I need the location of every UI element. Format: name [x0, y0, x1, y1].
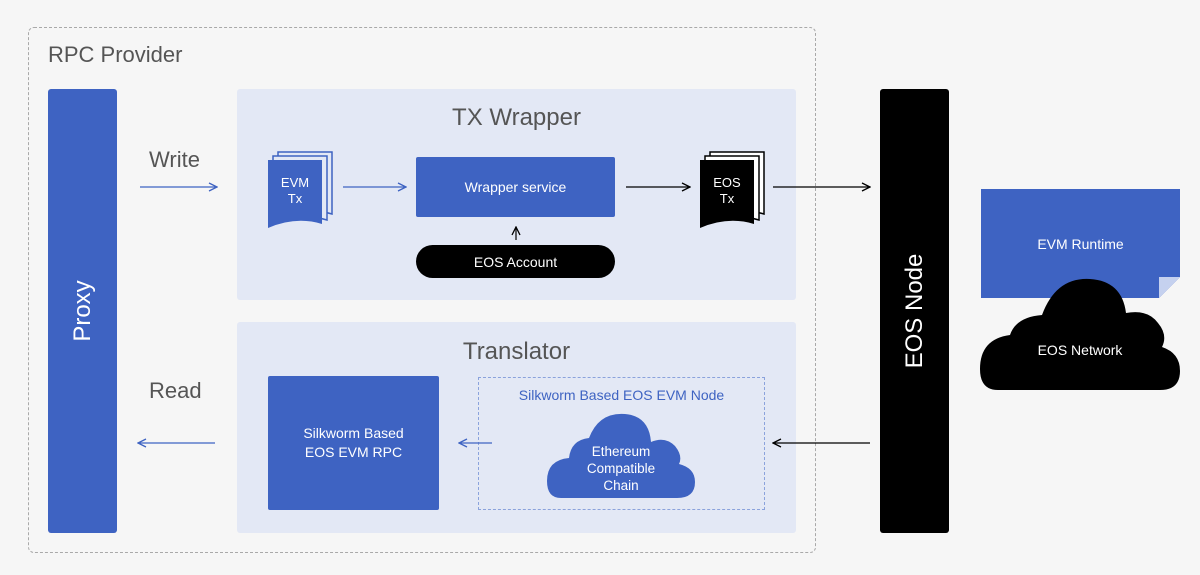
eos-network-label: EOS Network [1037, 342, 1123, 358]
eos-tx-document-icon [700, 151, 765, 228]
eos-tx-label: EOS Tx [713, 175, 741, 207]
eos-network-cloud-icon [980, 278, 1180, 390]
ethereum-cloud-label: Ethereum Compatible Chain [586, 444, 656, 493]
eos-node-bar: EOS Node [880, 89, 949, 533]
evm-tx-document-icon [268, 151, 333, 228]
rpc-provider-frame [28, 27, 816, 553]
evm-runtime-box [981, 189, 1180, 298]
evm-runtime-label: EVM Runtime [1037, 236, 1124, 252]
evm-tx-label: EVM Tx [280, 175, 310, 207]
ethereum-cloud-icon [547, 413, 695, 498]
rpc-provider-title: RPC Provider [48, 42, 183, 67]
eos-account-pill: EOS Account [416, 245, 615, 278]
silkworm-node-label: Silkworm Based EOS EVM Node [518, 387, 725, 403]
translator-title: Translator [462, 338, 571, 365]
silkworm-rpc-box: Silkworm Based EOS EVM RPC [268, 376, 439, 510]
tx-wrapper-title: TX Wrapper [452, 104, 581, 131]
wrapper-service-box: Wrapper service [416, 157, 615, 217]
proxy-bar: Proxy [48, 89, 117, 533]
write-label: Write [149, 147, 200, 172]
read-label: Read [149, 378, 202, 403]
